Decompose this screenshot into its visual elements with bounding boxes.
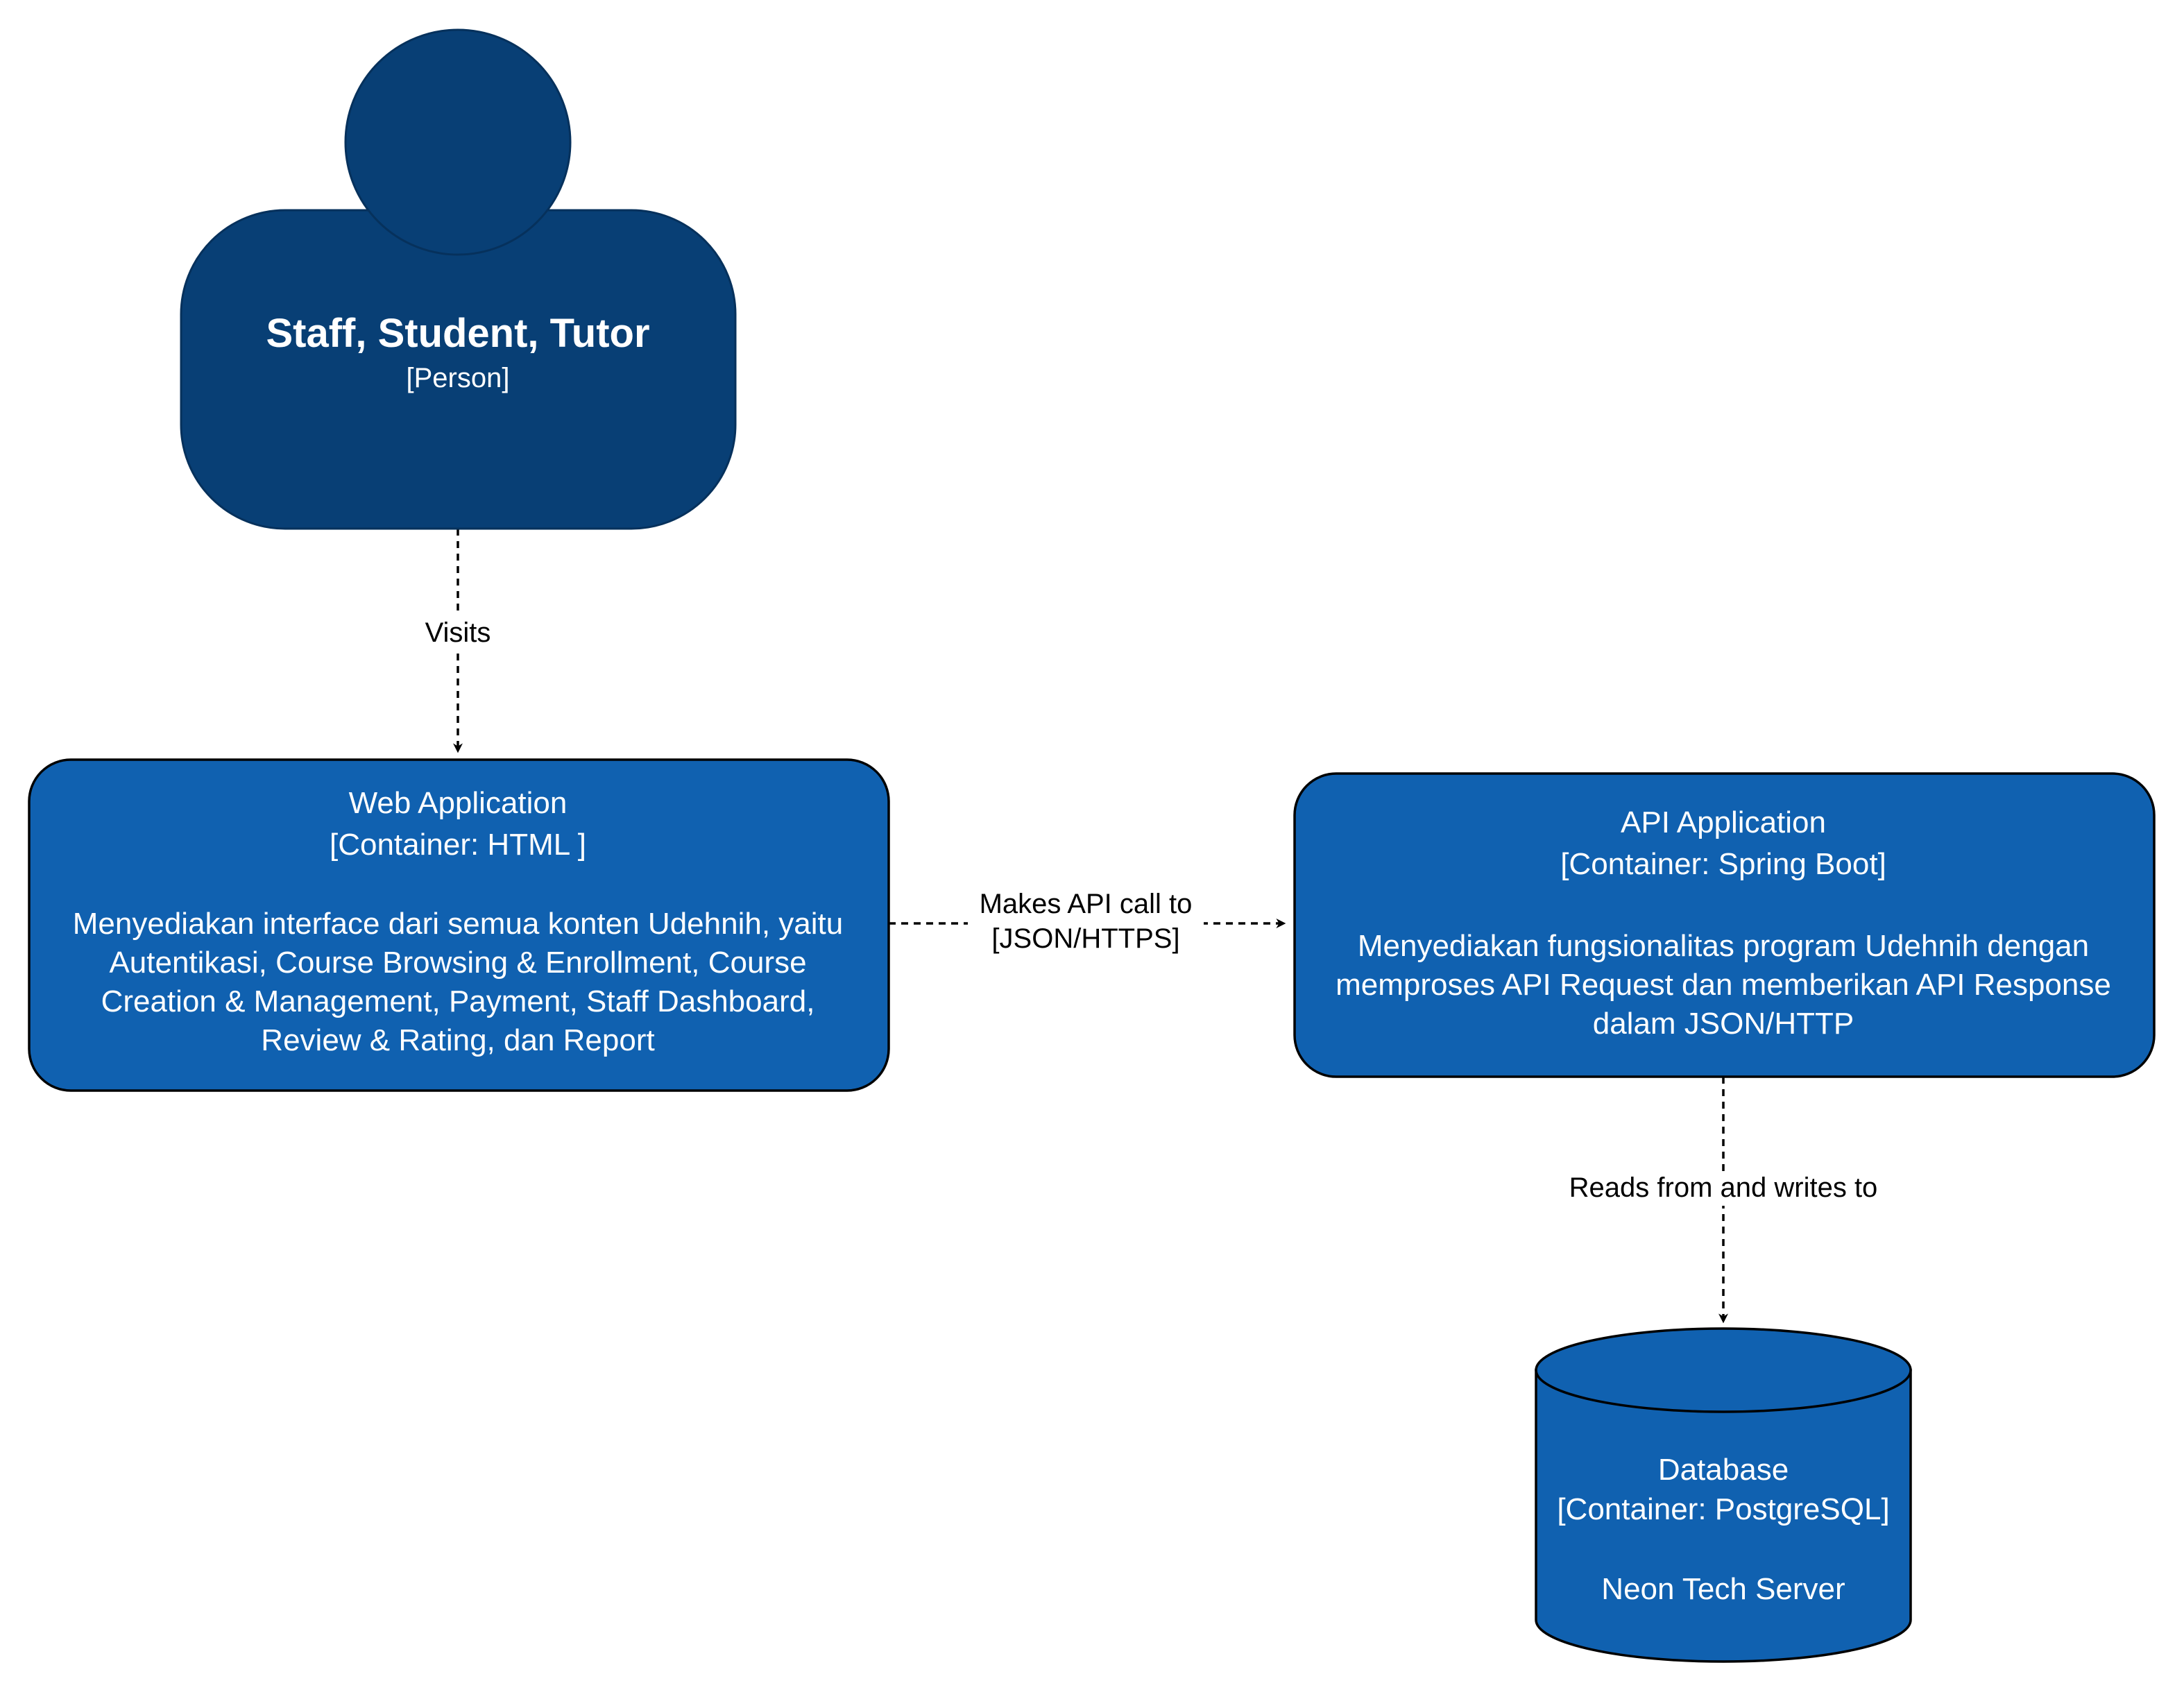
edge-api-call-label-line1: Makes API call to — [980, 889, 1193, 919]
edge-api-call: Makes API call to [JSON/HTTPS] — [889, 887, 1286, 962]
database-name: Database — [1658, 1453, 1789, 1487]
web-application-box — [28, 758, 890, 1092]
web-application-tech: [Container: HTML ] — [330, 828, 586, 862]
api-application-desc-line: Menyediakan fungsionalitas program Udehn… — [1358, 929, 2089, 963]
person-node: Staff, Student, Tutor [Person] — [180, 28, 737, 530]
edge-api-call-label-line2: [JSON/HTTPS] — [991, 923, 1179, 954]
person-head-icon — [344, 28, 572, 256]
web-application-desc-line: Review & Rating, dan Report — [261, 1023, 654, 1057]
database-desc: Neon Tech Server — [1601, 1572, 1845, 1606]
edge-reads-writes-label-bg — [1550, 1171, 1897, 1206]
web-application-node: Web Application [Container: HTML ] Menye… — [28, 758, 890, 1092]
edge-visits-label: Visits — [425, 617, 491, 648]
database-cylinder-top — [1535, 1327, 1912, 1413]
person-name: Staff, Student, Tutor — [266, 311, 649, 356]
edge-visits: Visits — [411, 529, 505, 753]
api-application-node: API Application [Container: Spring Boot]… — [1293, 772, 2156, 1078]
database-cylinder-body — [1535, 1369, 1912, 1663]
database-tech: [Container: PostgreSQL] — [1557, 1492, 1889, 1526]
web-application-desc-line: Creation & Management, Payment, Staff Da… — [101, 984, 815, 1018]
edge-visits-label-bg — [411, 616, 505, 651]
web-application-desc-line: Autentikasi, Course Browsing & Enrollmen… — [109, 946, 806, 980]
api-application-tech: [Container: Spring Boot] — [1560, 847, 1886, 881]
database-node: Database [Container: PostgreSQL] Neon Te… — [1535, 1327, 1912, 1663]
api-application-name: API Application — [1621, 805, 1826, 839]
edge-reads-writes: Reads from and writes to — [1550, 1077, 1897, 1324]
edge-api-call-label-bg — [968, 887, 1204, 962]
api-application-desc-line: memproses API Request dan memberikan API… — [1336, 968, 2111, 1002]
api-application-desc-line: dalam JSON/HTTP — [1593, 1007, 1854, 1041]
api-application-box — [1293, 772, 2156, 1078]
web-application-desc-line: Menyediakan interface dari semua konten … — [73, 907, 843, 941]
person-type: [Person] — [407, 363, 510, 393]
web-application-name: Web Application — [349, 786, 568, 820]
edge-reads-writes-label: Reads from and writes to — [1569, 1172, 1878, 1203]
